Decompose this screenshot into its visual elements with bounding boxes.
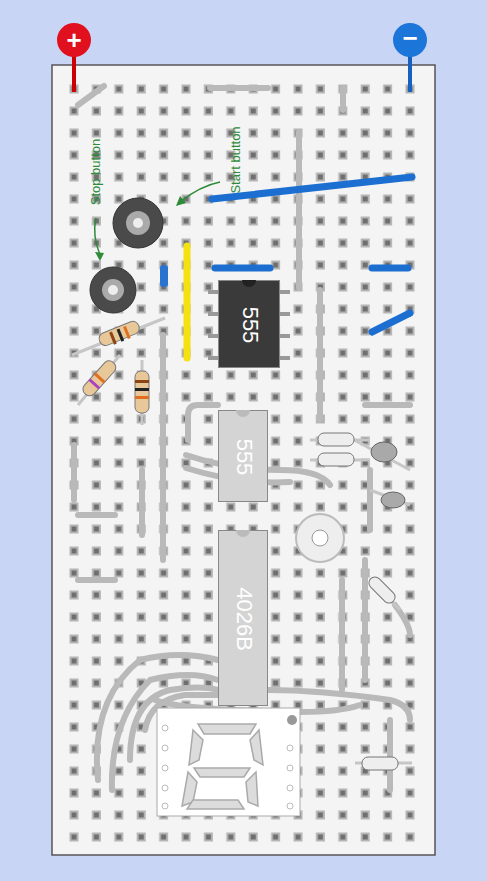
callout-label: Start button [228,126,243,193]
negative-terminal: − [402,25,417,51]
chip-notch [236,530,250,537]
ic-chip: 555 [218,410,268,502]
ic-chip: 4026B [218,530,268,706]
positive-terminal: + [66,27,81,53]
callout-label: Stop button [88,139,103,206]
chip-notch [236,410,250,417]
chip-label: 555 [231,439,257,476]
ic-chip: 555 [218,280,280,368]
chip-label: 4026B [231,587,257,651]
chip-notch [242,280,256,287]
chip-label: 555 [237,307,263,344]
